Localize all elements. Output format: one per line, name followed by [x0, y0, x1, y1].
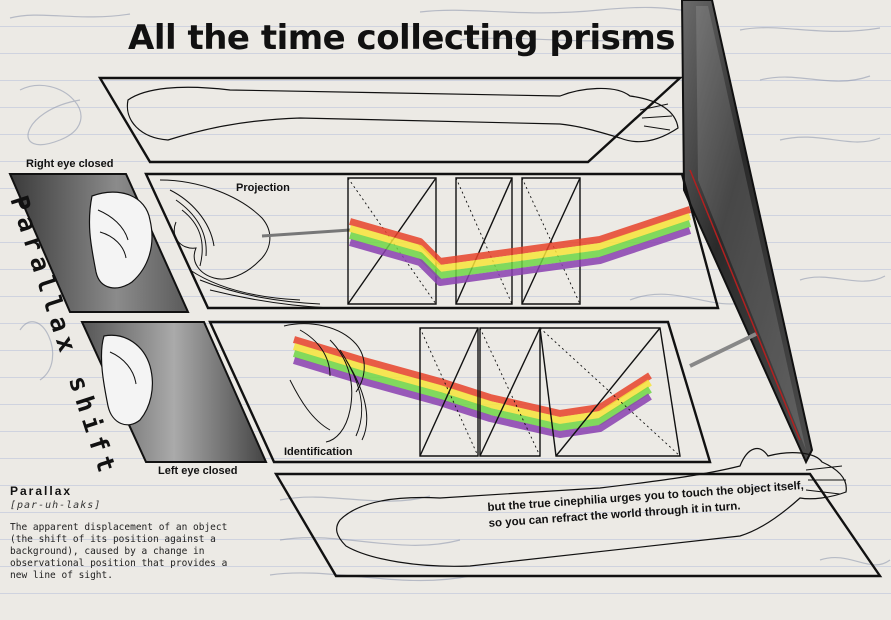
- definition-text: The apparent displacement of an object (…: [10, 522, 228, 581]
- beam-projection-band-0: [349, 206, 692, 265]
- page-title: All the time collecting prisms: [128, 18, 676, 58]
- beam-identification-band-1: [292, 343, 652, 424]
- spectrum-beams: [292, 206, 692, 438]
- beam-identification-band-2: [292, 350, 652, 431]
- beam-projection-band-1: [349, 213, 692, 272]
- left-eye-label: Left eye closed: [158, 465, 238, 477]
- identification-panel: [208, 320, 757, 464]
- prism-diagonals-bottom: [419, 327, 681, 457]
- bottom-arm-plane: [273, 448, 883, 578]
- beam-projection-band-3: [349, 227, 692, 286]
- beam-identification-band-3: [292, 357, 652, 438]
- right-eye-photo-panel: [8, 173, 190, 313]
- face-sketch-top: [159, 179, 331, 309]
- left-eye-photo-panel: [80, 321, 268, 463]
- film-screen: [680, 0, 814, 465]
- identification-label: Identification: [284, 446, 353, 458]
- top-arm-plane: [97, 76, 684, 164]
- beam-projection-band-2: [349, 220, 692, 279]
- definition-pronunciation: [par-uh-laks]: [10, 500, 102, 511]
- definition-term: Parallax: [10, 484, 73, 498]
- background-scribbles: [9, 6, 891, 582]
- projection-label: Projection: [236, 182, 290, 194]
- face-sketch-bottom: [283, 323, 368, 443]
- right-eye-label: Right eye closed: [26, 158, 114, 170]
- beam-identification-band-0: [292, 336, 652, 417]
